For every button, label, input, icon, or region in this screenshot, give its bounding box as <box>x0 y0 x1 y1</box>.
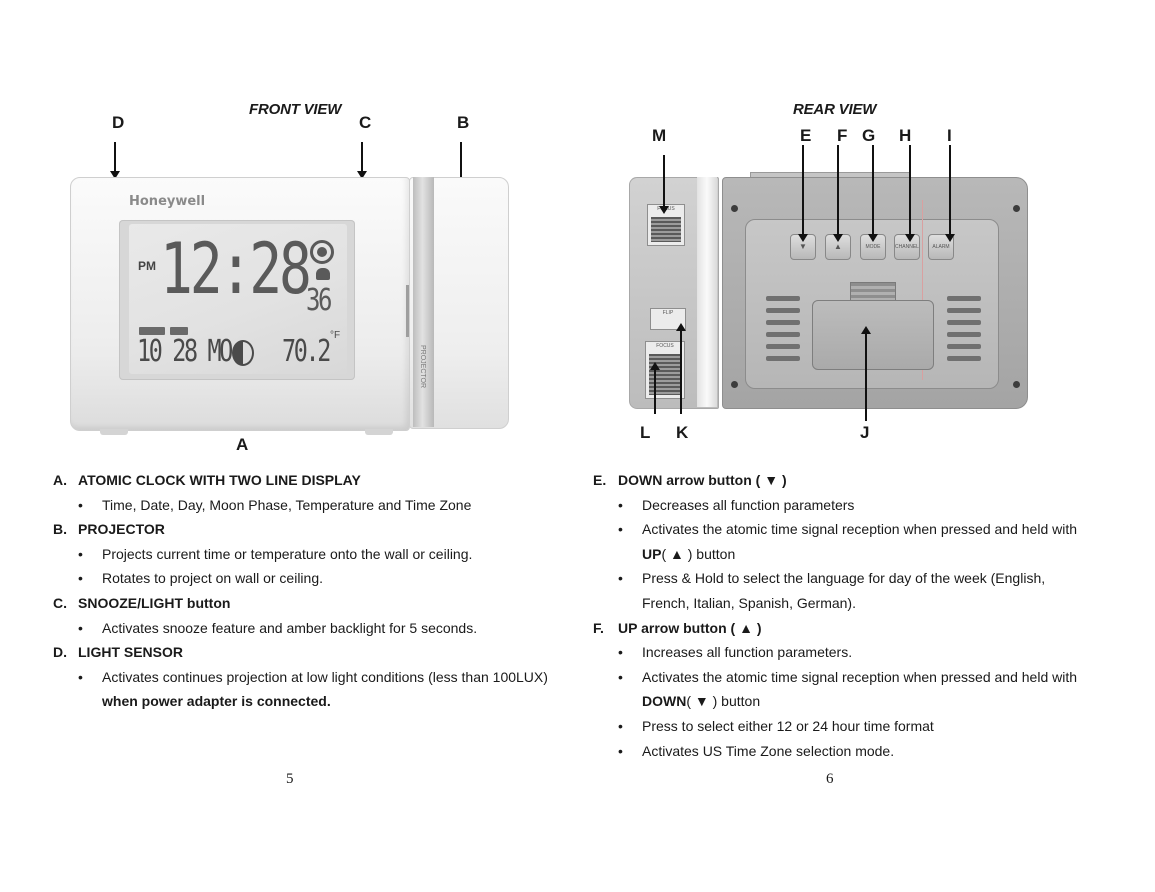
callout-i: I <box>947 126 952 145</box>
rear-light-strip <box>697 177 717 407</box>
arrow-f <box>833 145 843 242</box>
item-b-bullet-1: Projects current time or temperature ont… <box>53 542 553 567</box>
item-a-bullet: Time, Date, Day, Moon Phase, Temperature… <box>53 493 553 518</box>
callout-d: D <box>112 113 125 132</box>
page-6: REAR VIEW M E F G H I L K J <box>578 0 1155 892</box>
speaker-grill <box>766 356 800 361</box>
brand-logo: Honeywell <box>129 194 206 209</box>
item-f-bullet-3: Press to select either 12 or 24 hour tim… <box>593 714 1133 739</box>
arrow-j <box>861 326 871 421</box>
speaker-grill <box>947 320 981 325</box>
callout-f: F <box>837 126 848 145</box>
moon-phase-icon <box>232 340 254 366</box>
speaker-grill <box>947 308 981 313</box>
arrow-g <box>868 145 878 242</box>
arrow-l <box>650 362 660 414</box>
item-d-title: D. LIGHT SENSOR <box>53 644 184 661</box>
item-c-bullet: Activates snooze feature and amber backl… <box>53 616 553 641</box>
lcd-temperature: 70.2 <box>282 334 331 369</box>
page-number-right: 6 <box>826 771 834 787</box>
arrow-d <box>110 142 120 179</box>
callout-c: C <box>359 113 372 132</box>
screw-icon <box>1013 381 1020 388</box>
callout-k: K <box>676 423 689 442</box>
item-f-bullet-4: Activates US Time Zone selection mode. <box>593 739 1133 764</box>
lcd-time: 12:28 <box>160 228 312 310</box>
callout-m: M <box>652 126 667 145</box>
lcd-tag-date <box>170 327 188 335</box>
arrow-m <box>659 155 669 214</box>
signal-icon <box>310 240 334 264</box>
arrow-c <box>357 142 367 179</box>
lcd-date: 10 28 MO <box>137 334 233 369</box>
arrow-i <box>945 145 955 242</box>
battery-door-latch[interactable] <box>850 282 896 302</box>
item-e-bullet-2: Activates the atomic time signal recepti… <box>593 517 1133 566</box>
projector-label: PROJECTOR <box>419 345 426 389</box>
callout-j: J <box>860 423 870 442</box>
speaker-grill <box>947 332 981 337</box>
screw-icon <box>731 381 738 388</box>
item-a-title: A. ATOMIC CLOCK WITH TWO LINE DISPLAY <box>53 472 361 489</box>
speaker-grill <box>766 320 800 325</box>
speaker-grill <box>766 308 800 313</box>
front-view-title: FRONT VIEW <box>249 101 342 118</box>
item-b-bullet-2: Rotates to project on wall or ceiling. <box>53 566 553 591</box>
screw-icon <box>731 205 738 212</box>
speaker-grill <box>766 344 800 349</box>
item-e-bullet-1: Decreases all function parameters <box>593 493 1133 518</box>
alarm-bell-icon <box>316 268 330 280</box>
screw-icon <box>1013 205 1020 212</box>
lcd-seconds: 36 <box>306 283 333 318</box>
rear-view-title: REAR VIEW <box>793 101 877 118</box>
battery-door[interactable] <box>812 300 934 370</box>
item-d-bullet: Activates continues projection at low li… <box>53 665 553 714</box>
page-number-left: 5 <box>286 771 294 787</box>
callout-a: A <box>236 435 249 454</box>
callout-b: B <box>457 113 470 132</box>
speaker-grill <box>947 356 981 361</box>
focus-wheel[interactable]: FOCUS <box>645 341 685 399</box>
speaker-grill <box>766 296 800 301</box>
page-5: FRONT VIEW D C B A Honeywell PM 12:28 36… <box>0 0 577 892</box>
callout-h: H <box>899 126 912 145</box>
item-b-title: B. PROJECTOR <box>53 521 165 538</box>
front-foot-left <box>100 429 128 435</box>
item-e-bullet-3: Press & Hold to select the language for … <box>593 566 1133 615</box>
left-descriptions: A. ATOMIC CLOCK WITH TWO LINE DISPLAY Ti… <box>53 468 553 714</box>
item-f-bullet-2: Activates the atomic time signal recepti… <box>593 665 1133 714</box>
projector-band <box>413 177 434 427</box>
snooze-light-nub <box>406 285 411 337</box>
callout-g: G <box>862 126 876 145</box>
lcd-pm: PM <box>138 259 156 273</box>
arrow-h <box>905 145 915 242</box>
item-f-title: F. UP arrow button ( ▲ ) <box>593 619 762 636</box>
speaker-grill <box>766 332 800 337</box>
item-e-title: E. DOWN arrow button ( ▼ ) <box>593 472 787 489</box>
arrow-k <box>676 323 686 414</box>
alarm-button[interactable]: ALARM <box>928 234 954 260</box>
right-descriptions: E. DOWN arrow button ( ▼ ) Decreases all… <box>593 468 1133 763</box>
item-c-title: C. SNOOZE/LIGHT button <box>53 595 231 612</box>
callout-l: L <box>640 423 651 442</box>
speaker-grill <box>947 296 981 301</box>
front-foot-right <box>365 429 393 435</box>
arrow-e <box>798 145 808 242</box>
callout-e: E <box>800 126 812 145</box>
lcd-temp-unit: °F <box>330 330 341 341</box>
item-f-bullet-1: Increases all function parameters. <box>593 640 1133 665</box>
speaker-grill <box>947 344 981 349</box>
rear-seam <box>922 200 923 380</box>
lcd-tag-wakeup <box>139 327 165 335</box>
